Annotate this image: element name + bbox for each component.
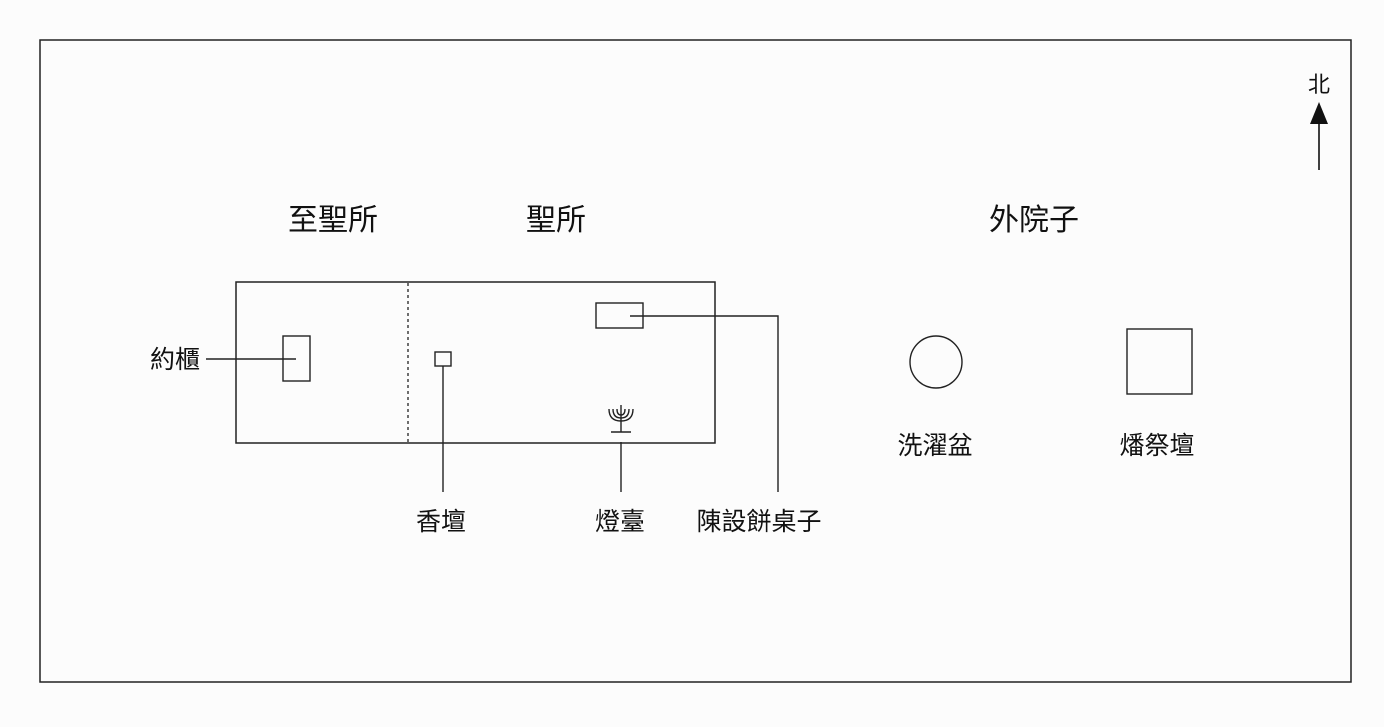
showbread-table-label: 陳設餅桌子 <box>696 507 821 536</box>
tabernacle-outline <box>235 281 716 444</box>
incense-altar-label: 香壇 <box>416 507 466 536</box>
showbread-table-leader-line <box>630 315 779 492</box>
laver-shape <box>909 335 963 389</box>
north-arrow-icon <box>1310 102 1328 170</box>
diagram-frame <box>39 39 1352 683</box>
lampstand-label: 燈臺 <box>595 507 645 536</box>
lampstand-icon <box>608 405 634 433</box>
burnt-offering-altar-label: 燔祭壇 <box>1119 431 1194 460</box>
burnt-offering-altar-shape <box>1126 328 1193 395</box>
ark-label: 約櫃 <box>150 345 200 374</box>
north-label: 北 <box>1308 73 1330 98</box>
incense-altar-shape <box>434 351 452 367</box>
holy-place-title: 聖所 <box>526 203 586 238</box>
most-holy-place-title: 至聖所 <box>288 203 378 238</box>
laver-label: 洗濯盆 <box>897 431 972 460</box>
outer-court-title: 外院子 <box>989 203 1079 238</box>
